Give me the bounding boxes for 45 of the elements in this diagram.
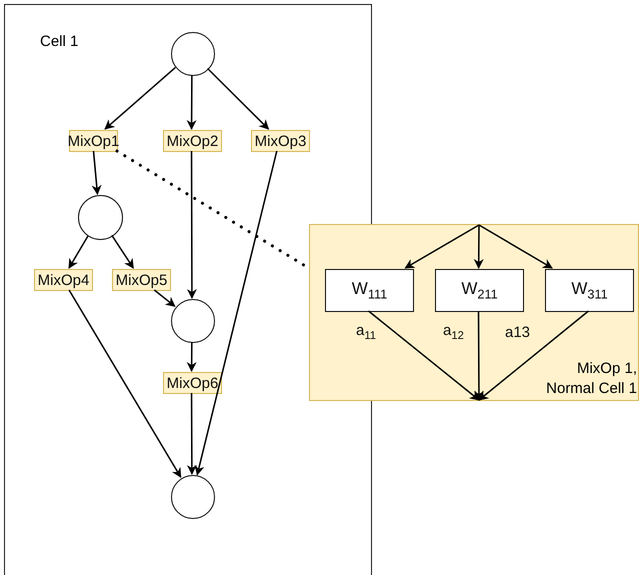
node-circle <box>171 299 215 343</box>
op-label: W$_{111}$ <box>352 279 388 302</box>
node-circle <box>171 32 215 76</box>
edge-label: a$_{11}$ <box>356 322 376 342</box>
mixop-panel <box>309 224 639 401</box>
arrow <box>207 68 270 130</box>
op-label: MixOp1 <box>68 132 120 150</box>
op-label: W$_{311}$ <box>571 279 608 302</box>
arrow <box>474 311 484 401</box>
arrow <box>186 342 197 372</box>
mixop-box <box>34 269 93 291</box>
op-label: MixOp6 <box>166 374 218 392</box>
mixop-box <box>163 130 222 152</box>
arrow <box>186 151 197 299</box>
cell-title: Cell 1 <box>40 33 78 50</box>
arrow <box>68 290 182 478</box>
arrow <box>194 150 278 476</box>
arrow <box>186 75 197 130</box>
arrow <box>154 289 176 307</box>
op-label: MixOp2 <box>166 132 218 150</box>
mixop-box <box>112 269 171 291</box>
arrow <box>186 393 197 475</box>
arrow <box>92 150 102 196</box>
node-circle <box>171 475 215 519</box>
mixop-box <box>163 372 222 394</box>
arrow <box>478 224 553 269</box>
arrow <box>368 310 480 401</box>
op-label: MixOp3 <box>254 132 306 150</box>
arrow <box>404 224 480 269</box>
arrow <box>111 234 134 269</box>
panel-caption: MixOp 1, Normal Cell 1 <box>545 359 637 399</box>
arrow <box>478 310 589 401</box>
op-label: MixOp5 <box>116 272 168 288</box>
weight-box <box>545 269 634 312</box>
node-circle <box>78 195 123 240</box>
mixop-box <box>251 130 310 152</box>
weight-box <box>435 269 524 312</box>
edge-label: a13 <box>505 324 530 341</box>
op-label: W$_{211}$ <box>461 279 498 302</box>
arrow <box>68 235 89 269</box>
arrow <box>474 225 484 269</box>
op-label: MixOp4 <box>38 272 90 288</box>
edge-label: a$_{12}$ <box>443 322 464 342</box>
weight-box <box>325 269 414 312</box>
arrow <box>104 66 176 130</box>
